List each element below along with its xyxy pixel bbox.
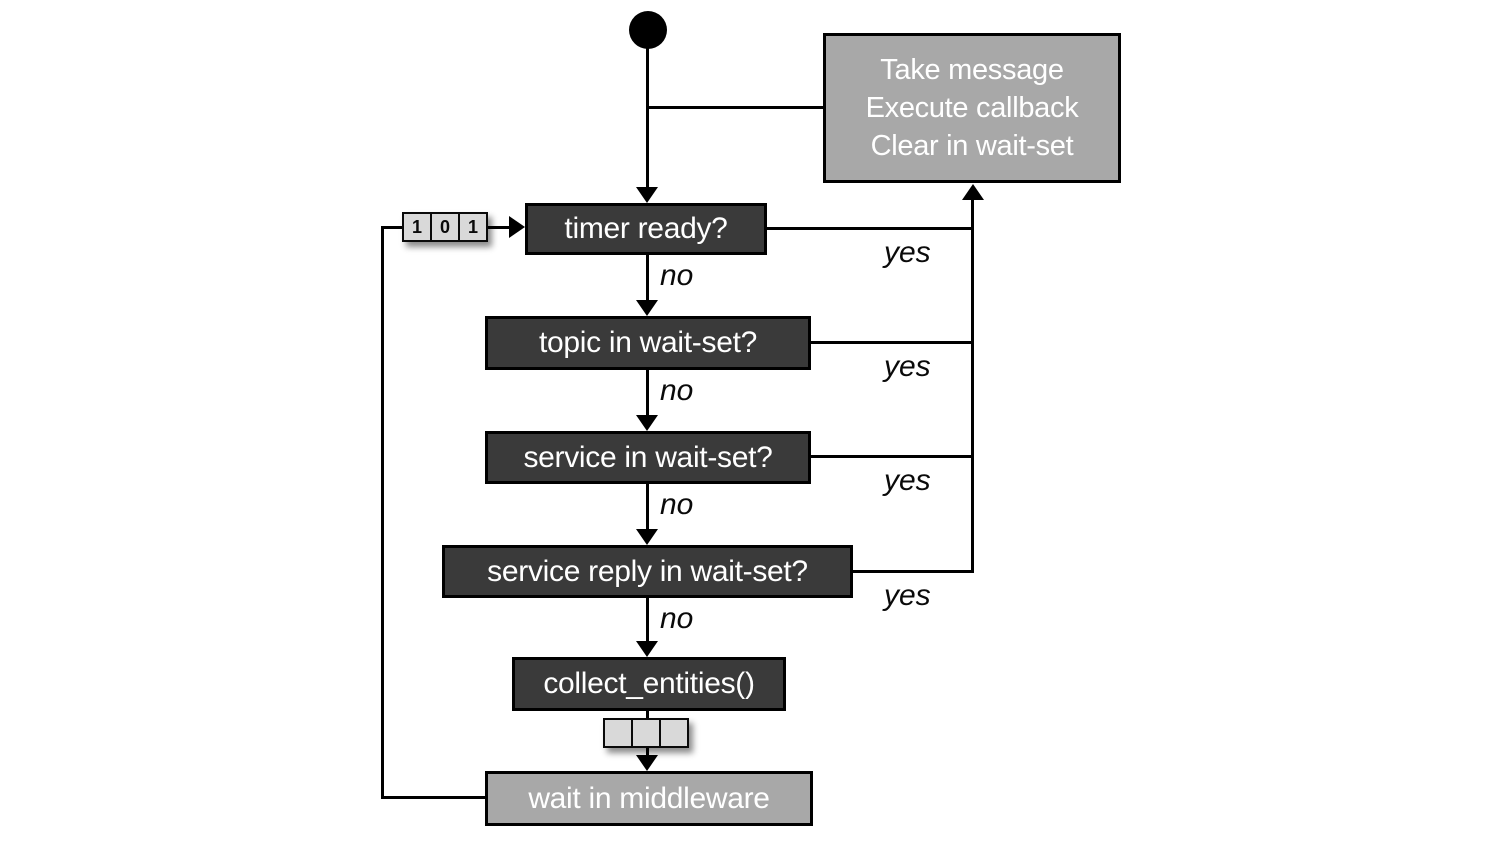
edge-start-to-timer (646, 48, 649, 191)
action-take-message-box: Take message Execute callback Clear in w… (823, 33, 1121, 183)
edge-buffer-to-timer (486, 226, 512, 229)
edge-label-no-timer: no (660, 259, 694, 292)
edge-wait-loop-left (381, 226, 384, 799)
buffer-cell (631, 718, 661, 748)
edge-service-reply-no (646, 598, 649, 643)
arrow-down-icon (636, 529, 658, 545)
edge-timer-yes (767, 227, 974, 230)
edge-topic-yes (810, 341, 974, 344)
result-buffer (603, 718, 689, 748)
process-wait-in-middleware: wait in middleware (485, 771, 813, 826)
edge-topic-no (646, 370, 649, 417)
process-label: wait in middleware (528, 781, 770, 815)
buffer-cell: 1 (402, 212, 432, 242)
buffer-cell: 0 (430, 212, 460, 242)
arrow-down-icon (636, 641, 658, 657)
arrow-down-icon (636, 415, 658, 431)
edge-label-yes-topic: yes (884, 350, 931, 383)
edge-label-no-service-reply: no (660, 602, 694, 635)
arrow-down-icon (636, 300, 658, 316)
edge-timer-no (646, 255, 649, 303)
edge-label-yes-service: yes (884, 464, 931, 497)
decision-topic-in-wait-set: topic in wait-set? (485, 316, 811, 370)
edge-start-branch-to-action (646, 106, 823, 109)
edge-label-no-service: no (660, 488, 694, 521)
edge-service-reply-yes (853, 570, 974, 573)
edge-service-yes (810, 455, 974, 458)
wait-set-buffer: 1 0 1 (402, 212, 488, 242)
arrow-up-icon (962, 184, 984, 200)
decision-label: timer ready? (564, 212, 728, 245)
action-line: Take message (880, 54, 1064, 86)
edge-label-yes-service-reply: yes (884, 579, 931, 612)
edge-label-yes-timer: yes (884, 236, 931, 269)
buffer-cell: 1 (458, 212, 488, 242)
edge-wait-loop-bottom (381, 796, 487, 799)
decision-label: topic in wait-set? (538, 326, 758, 359)
arrow-right-icon (509, 216, 525, 238)
action-line: Clear in wait-set (870, 130, 1074, 162)
decision-timer-ready: timer ready? (525, 203, 767, 255)
decision-label: service in wait-set? (523, 440, 773, 474)
decision-service-in-wait-set: service in wait-set? (485, 431, 811, 484)
action-line: Execute callback (865, 92, 1079, 124)
start-node (629, 11, 667, 49)
process-label: collect_entities() (543, 667, 755, 700)
arrow-down-icon (636, 187, 658, 203)
edge-wait-loop-top (381, 226, 404, 229)
process-collect-entities: collect_entities() (512, 657, 786, 711)
decision-label: service reply in wait-set? (487, 554, 808, 588)
arrow-down-icon (636, 755, 658, 771)
edge-label-no-topic: no (660, 374, 694, 407)
edge-service-no (646, 484, 649, 531)
decision-service-reply-in-wait-set: service reply in wait-set? (442, 545, 853, 598)
edge-yes-collector (971, 196, 974, 572)
buffer-cell (659, 718, 689, 748)
buffer-cell (603, 718, 633, 748)
